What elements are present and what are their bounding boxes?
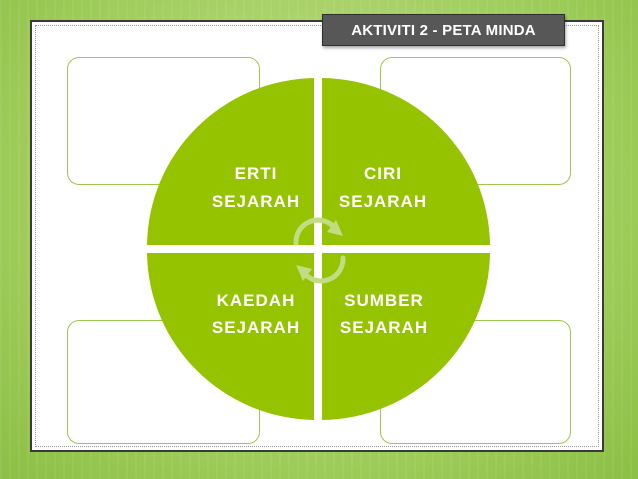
quadrant-bottom-right-line2: SEJARAH <box>340 318 428 337</box>
quadrant-top-right[interactable] <box>322 78 490 245</box>
quadrant-bottom-right-line1: SUMBER <box>344 291 424 310</box>
quadrant-top-right-line1: CIRI <box>364 164 402 183</box>
quadrant-top-right-line2: SEJARAH <box>339 192 427 211</box>
quadrant-top-left-line1: ERTI <box>235 164 278 183</box>
quadrant-bottom-left[interactable] <box>147 253 314 420</box>
page-title: AKTIVITI 2 - PETA MINDA <box>322 14 565 46</box>
cycle-arrows-icon <box>293 217 346 284</box>
quadrant-top-left[interactable] <box>147 78 314 245</box>
quadrant-bottom-right[interactable] <box>322 253 490 420</box>
slide-frame-inner <box>35 25 599 447</box>
quadrant-bottom-left-line2: SEJARAH <box>212 318 300 337</box>
quadrant-top-left-line2: SEJARAH <box>212 192 300 211</box>
quadrant-bottom-left-line1: KAEDAH <box>217 291 296 310</box>
